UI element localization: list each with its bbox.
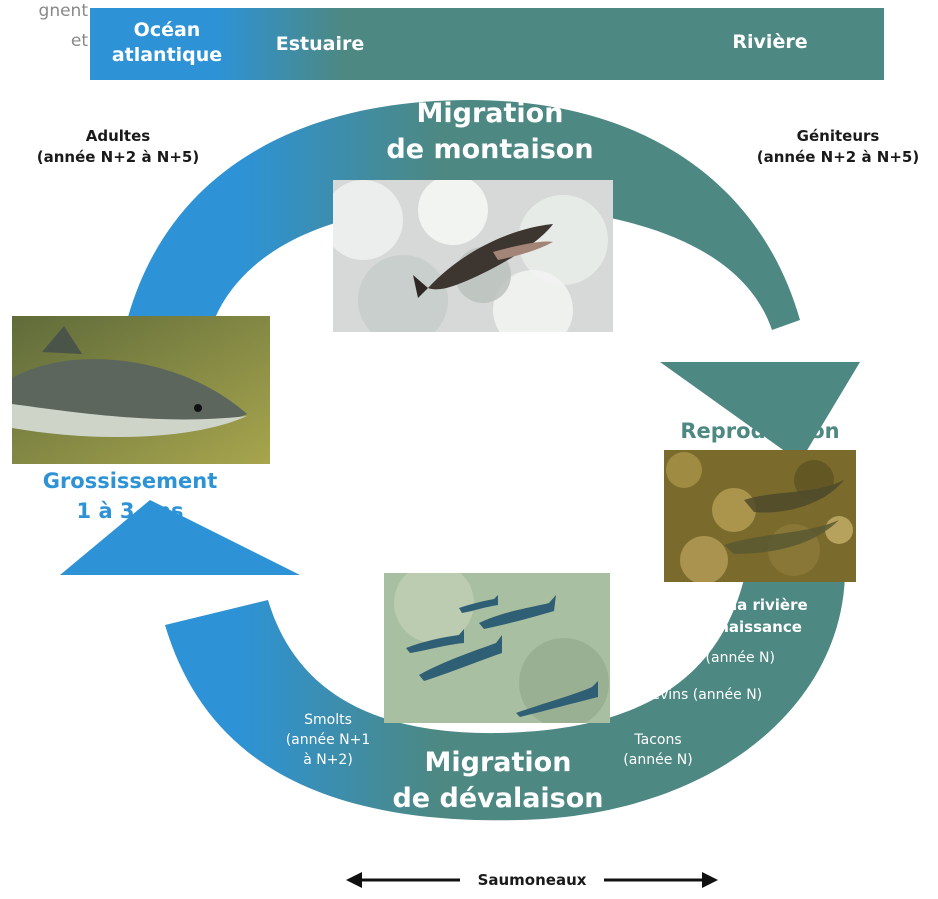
adult-salmon-underwater-icon (12, 316, 270, 464)
cropped-text-2: et (70, 31, 88, 51)
ocean-line1: Océan (133, 19, 201, 41)
cropped-text-1: gnent (38, 1, 88, 21)
montaison-arc (128, 100, 800, 330)
grossissement-line1: Grossissement (42, 469, 218, 493)
adultes-label: Adultes (année N+2 à N+5) (18, 126, 218, 168)
leaping-salmon-photo (333, 180, 613, 332)
tacons-line2: (année N) (623, 752, 693, 768)
smolts-photo (384, 573, 610, 723)
geniteurs-line2: (année N+2 à N+5) (756, 148, 920, 166)
grossissement-line2: 1 à 3 ans (76, 499, 184, 523)
devalaison-line1: Migration (424, 747, 572, 778)
tacons-line1: Tacons (634, 732, 682, 748)
leaping-salmon-icon (333, 180, 613, 332)
naissance-line2: de naissance (692, 618, 802, 636)
saumoneaux-arrow (346, 872, 718, 888)
devalaison-title: Migration de dévalaison (380, 745, 616, 817)
estuaire-label: Estuaire (275, 33, 365, 55)
geniteurs-label: Géniteurs (année N+2 à N+5) (740, 126, 936, 168)
geniteurs-line1: Géniteurs (796, 127, 880, 145)
spawning-riverbed-icon (664, 450, 856, 582)
riviere-label: Rivière (732, 31, 808, 53)
smolts-line2: (année N+1 (285, 732, 371, 748)
devalaison-line2: de dévalaison (392, 783, 604, 814)
montaison-arrowhead (660, 362, 860, 462)
smolts-label: Smolts (année N+1 à N+2) (276, 710, 380, 770)
smolts-swimming-icon (384, 573, 610, 723)
reproduction-title: Reproduction (680, 419, 840, 443)
ocean-label: Océan atlantique (92, 18, 242, 68)
montaison-title: Migration de montaison (380, 96, 600, 168)
oeufs-label: Œufs (année N) (665, 650, 775, 666)
reproduction-photo (664, 450, 856, 582)
devalaison-arrowhead (60, 500, 300, 575)
tacons-label: Tacons (année N) (598, 730, 718, 770)
naissance-line1: dans la rivière (686, 596, 808, 614)
grossissement-label: Grossissement 1 à 3 ans (20, 466, 240, 526)
smolts-line1: Smolts (304, 712, 352, 728)
montaison-line2: de montaison (386, 134, 594, 165)
adult-salmon-photo (12, 316, 270, 464)
adultes-line1: Adultes (85, 127, 151, 145)
habitat-band (90, 8, 884, 80)
ocean-line2: atlantique (111, 44, 223, 66)
smolts-line3: à N+2) (303, 752, 353, 768)
adultes-line2: (année N+2 à N+5) (36, 148, 200, 166)
alevins-label: Alevins (année N) (637, 687, 763, 703)
saumoneaux-label: Saumoneaux (477, 871, 587, 889)
montaison-line1: Migration (416, 98, 564, 129)
devalaison-arc (165, 570, 845, 821)
naissance-label: dans la rivière de naissance (672, 594, 822, 638)
